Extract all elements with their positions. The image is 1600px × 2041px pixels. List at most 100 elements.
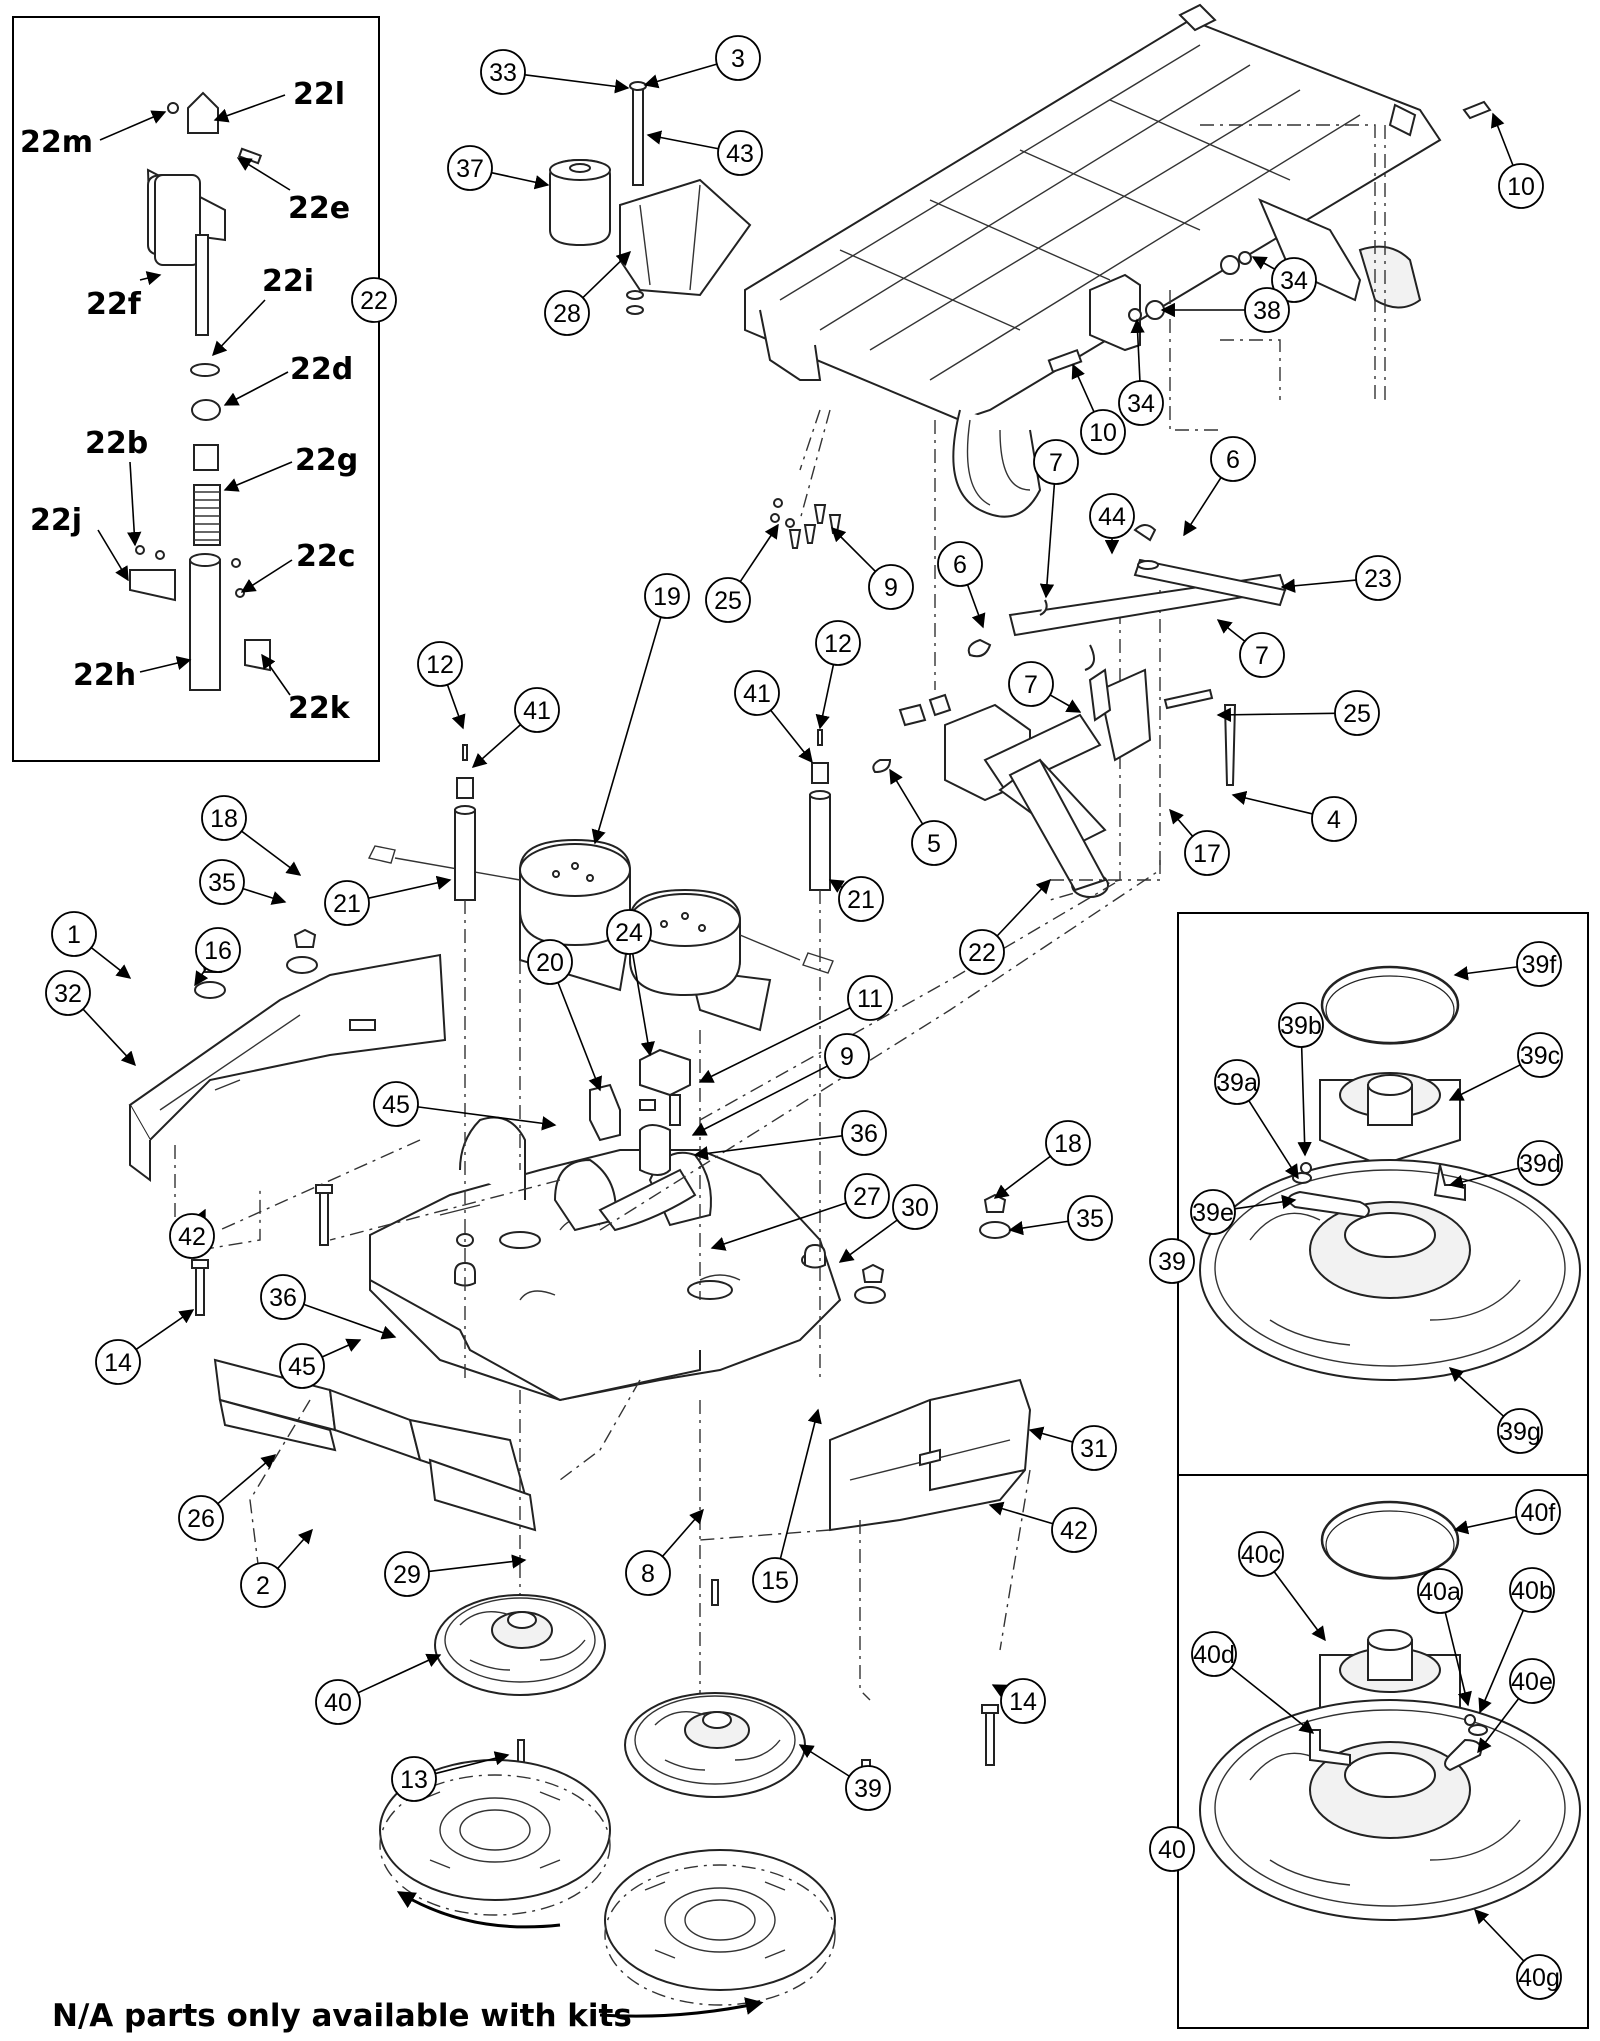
callout-c9b: 9 <box>691 1033 870 1136</box>
callout-circle <box>1118 380 1164 426</box>
callout-circle <box>45 970 91 1016</box>
callout-circle <box>1191 1631 1237 1677</box>
callout-number: 7 <box>1049 449 1063 477</box>
bracket-28 <box>619 81 752 315</box>
callout-c25b: 25 <box>1216 690 1380 736</box>
callout-circle <box>279 1343 325 1389</box>
callout-c22b: 22 <box>351 277 397 323</box>
callout-number: 39 <box>854 1775 882 1803</box>
leader-line <box>996 878 1051 937</box>
leader-line <box>966 584 986 629</box>
callout-number: 39d <box>1519 1150 1561 1178</box>
leader-line <box>646 130 719 150</box>
callout-number: 5 <box>927 830 941 858</box>
linkage-23 <box>967 524 1287 786</box>
callout-number: 34 <box>1280 267 1308 295</box>
callout-circle <box>824 1033 870 1079</box>
callout-circle <box>644 573 690 619</box>
leader-line <box>631 953 655 1057</box>
leader-line <box>471 724 522 768</box>
inset-leader-line <box>240 559 293 593</box>
callout-c17: 17 <box>1169 808 1230 876</box>
tubes-21 <box>454 729 831 901</box>
leader-line <box>988 1501 1054 1525</box>
callout-c20: 20 <box>527 939 602 1092</box>
callout-c19: 19 <box>591 573 690 845</box>
inset-leader-line <box>97 529 129 582</box>
callout-c11: 11 <box>698 975 893 1083</box>
callout-circle <box>845 1765 891 1811</box>
callout-circle <box>1000 1678 1046 1724</box>
callout-circle <box>480 49 526 95</box>
callout-circle <box>841 1110 887 1156</box>
leader-line <box>1231 790 1313 815</box>
leader-line <box>1448 1167 1519 1189</box>
callout-number: 42 <box>1060 1517 1088 1545</box>
leader-line <box>1280 578 1357 593</box>
callout-c44: 44 <box>1089 493 1135 555</box>
inset-leader-line <box>127 461 142 547</box>
callout-number: 39e <box>1192 1199 1234 1227</box>
callout-c29: 29 <box>384 1551 527 1597</box>
leader-line <box>491 171 550 190</box>
callout-number: 19 <box>653 583 681 611</box>
callout-c40g: 40g <box>1474 1908 1562 2000</box>
callout-number: 2 <box>256 1572 270 1600</box>
actuator-22 <box>872 693 1161 898</box>
callout-number: 31 <box>1080 1435 1108 1463</box>
leader-line <box>1297 1046 1312 1157</box>
callout-circle <box>51 911 97 957</box>
callout-circle <box>847 975 893 1021</box>
leader-line <box>1251 256 1276 270</box>
callout-c40d: 40d <box>1191 1631 1315 1734</box>
leader-line <box>277 1528 313 1570</box>
callout-number: 6 <box>1226 446 1240 474</box>
callout-c35a: 35 <box>199 859 287 905</box>
leader-line <box>1230 1667 1315 1734</box>
leader-line <box>435 1751 510 1775</box>
leader-line <box>1448 1064 1521 1101</box>
callout-c40big: 40 <box>1149 1826 1195 1872</box>
callout-c37: 37 <box>447 145 550 191</box>
leader-line <box>241 830 302 876</box>
callout-circle <box>1497 1408 1543 1454</box>
leader-line <box>135 1309 195 1351</box>
inset-part-label: 22f <box>86 287 142 322</box>
inset-leader-line <box>213 94 286 123</box>
callout-c39big: 39 <box>1149 1238 1195 1284</box>
callout-number: 35 <box>208 869 236 897</box>
callout-number: 39f <box>1522 951 1557 979</box>
callout-circle <box>1516 941 1562 987</box>
callout-number: 8 <box>641 1560 655 1588</box>
frame-hardware <box>1047 100 1492 374</box>
callout-c25a: 25 <box>705 523 779 623</box>
callout-number: 23 <box>1364 565 1392 593</box>
inset-leader-line <box>212 299 266 357</box>
leader-line <box>90 946 132 979</box>
callout-circle <box>260 1274 306 1320</box>
callout-number: 10 <box>1089 419 1117 447</box>
callout-circle <box>178 1495 224 1541</box>
callout-c34a: 34 <box>1251 256 1317 303</box>
callout-circle <box>1149 1826 1195 1872</box>
callout-circle <box>705 577 751 623</box>
callout-circle <box>1515 1489 1561 1535</box>
callout-number: 45 <box>382 1091 410 1119</box>
leader-line <box>82 1008 136 1067</box>
leader-line <box>1216 707 1336 723</box>
callout-c42a: 42 <box>169 1208 215 1259</box>
callout-circle <box>351 277 397 323</box>
callout-number: 41 <box>523 697 551 725</box>
callout-circle <box>606 909 652 955</box>
inset-part-label: 22b <box>85 426 148 461</box>
callout-c33: 33 <box>480 49 630 95</box>
callout-number: 9 <box>840 1043 854 1071</box>
inset-leader-line <box>223 461 293 492</box>
callout-circle <box>195 927 241 973</box>
callout-circle <box>199 859 245 905</box>
callout-circle <box>1033 439 1079 485</box>
disc-40-main <box>434 1594 606 1696</box>
callout-number: 6 <box>953 551 967 579</box>
valve-24 <box>589 1048 691 1142</box>
